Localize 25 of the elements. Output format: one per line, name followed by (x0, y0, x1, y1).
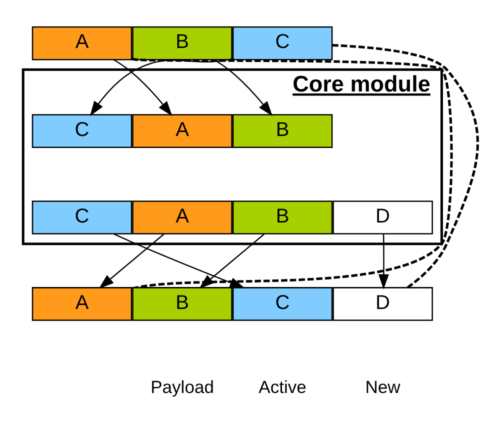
arrow (214, 59, 273, 116)
node-box: C (232, 287, 333, 321)
node-box: C (32, 200, 132, 234)
arrow (114, 59, 172, 116)
arrow (90, 58, 233, 116)
connector (132, 58, 453, 290)
node-box: C (232, 26, 333, 60)
node-box: D (332, 287, 433, 321)
node-box: A (32, 287, 132, 321)
node-box: C (32, 114, 132, 148)
node-box: B (232, 114, 333, 148)
label: New (365, 377, 400, 398)
arrow (98, 234, 164, 289)
node-box: D (332, 200, 433, 234)
node-box: B (232, 200, 333, 234)
label: Payload (150, 377, 214, 398)
label: Active (258, 377, 306, 398)
arrow (114, 233, 245, 288)
node-box: B (132, 26, 232, 60)
node-box: B (132, 287, 232, 321)
arrow (199, 234, 265, 289)
node-box: A (132, 200, 232, 234)
node-box: A (132, 114, 232, 148)
node-box: A (32, 26, 132, 60)
arrow (378, 234, 389, 290)
